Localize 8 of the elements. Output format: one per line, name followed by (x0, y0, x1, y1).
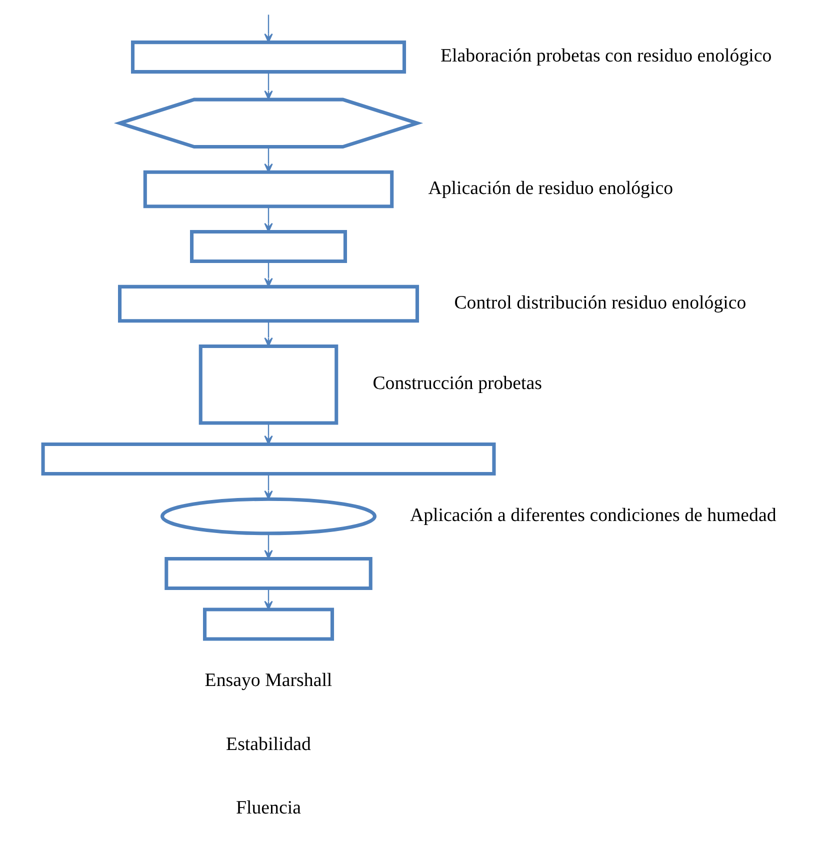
label: Aplicación a diferentes condiciones de humedad (409, 504, 776, 526)
label: Elaboración probetas con residuo enológico (440, 45, 772, 66)
label: Fluencia (236, 797, 301, 818)
label: Estabilidad (226, 733, 310, 754)
label: Ensayo Marshall (204, 670, 332, 691)
label: Construcción probetas (372, 372, 542, 394)
label: Control distribución residuo enológico (454, 292, 746, 313)
label: Aplicación de residuo enológico (428, 177, 673, 198)
